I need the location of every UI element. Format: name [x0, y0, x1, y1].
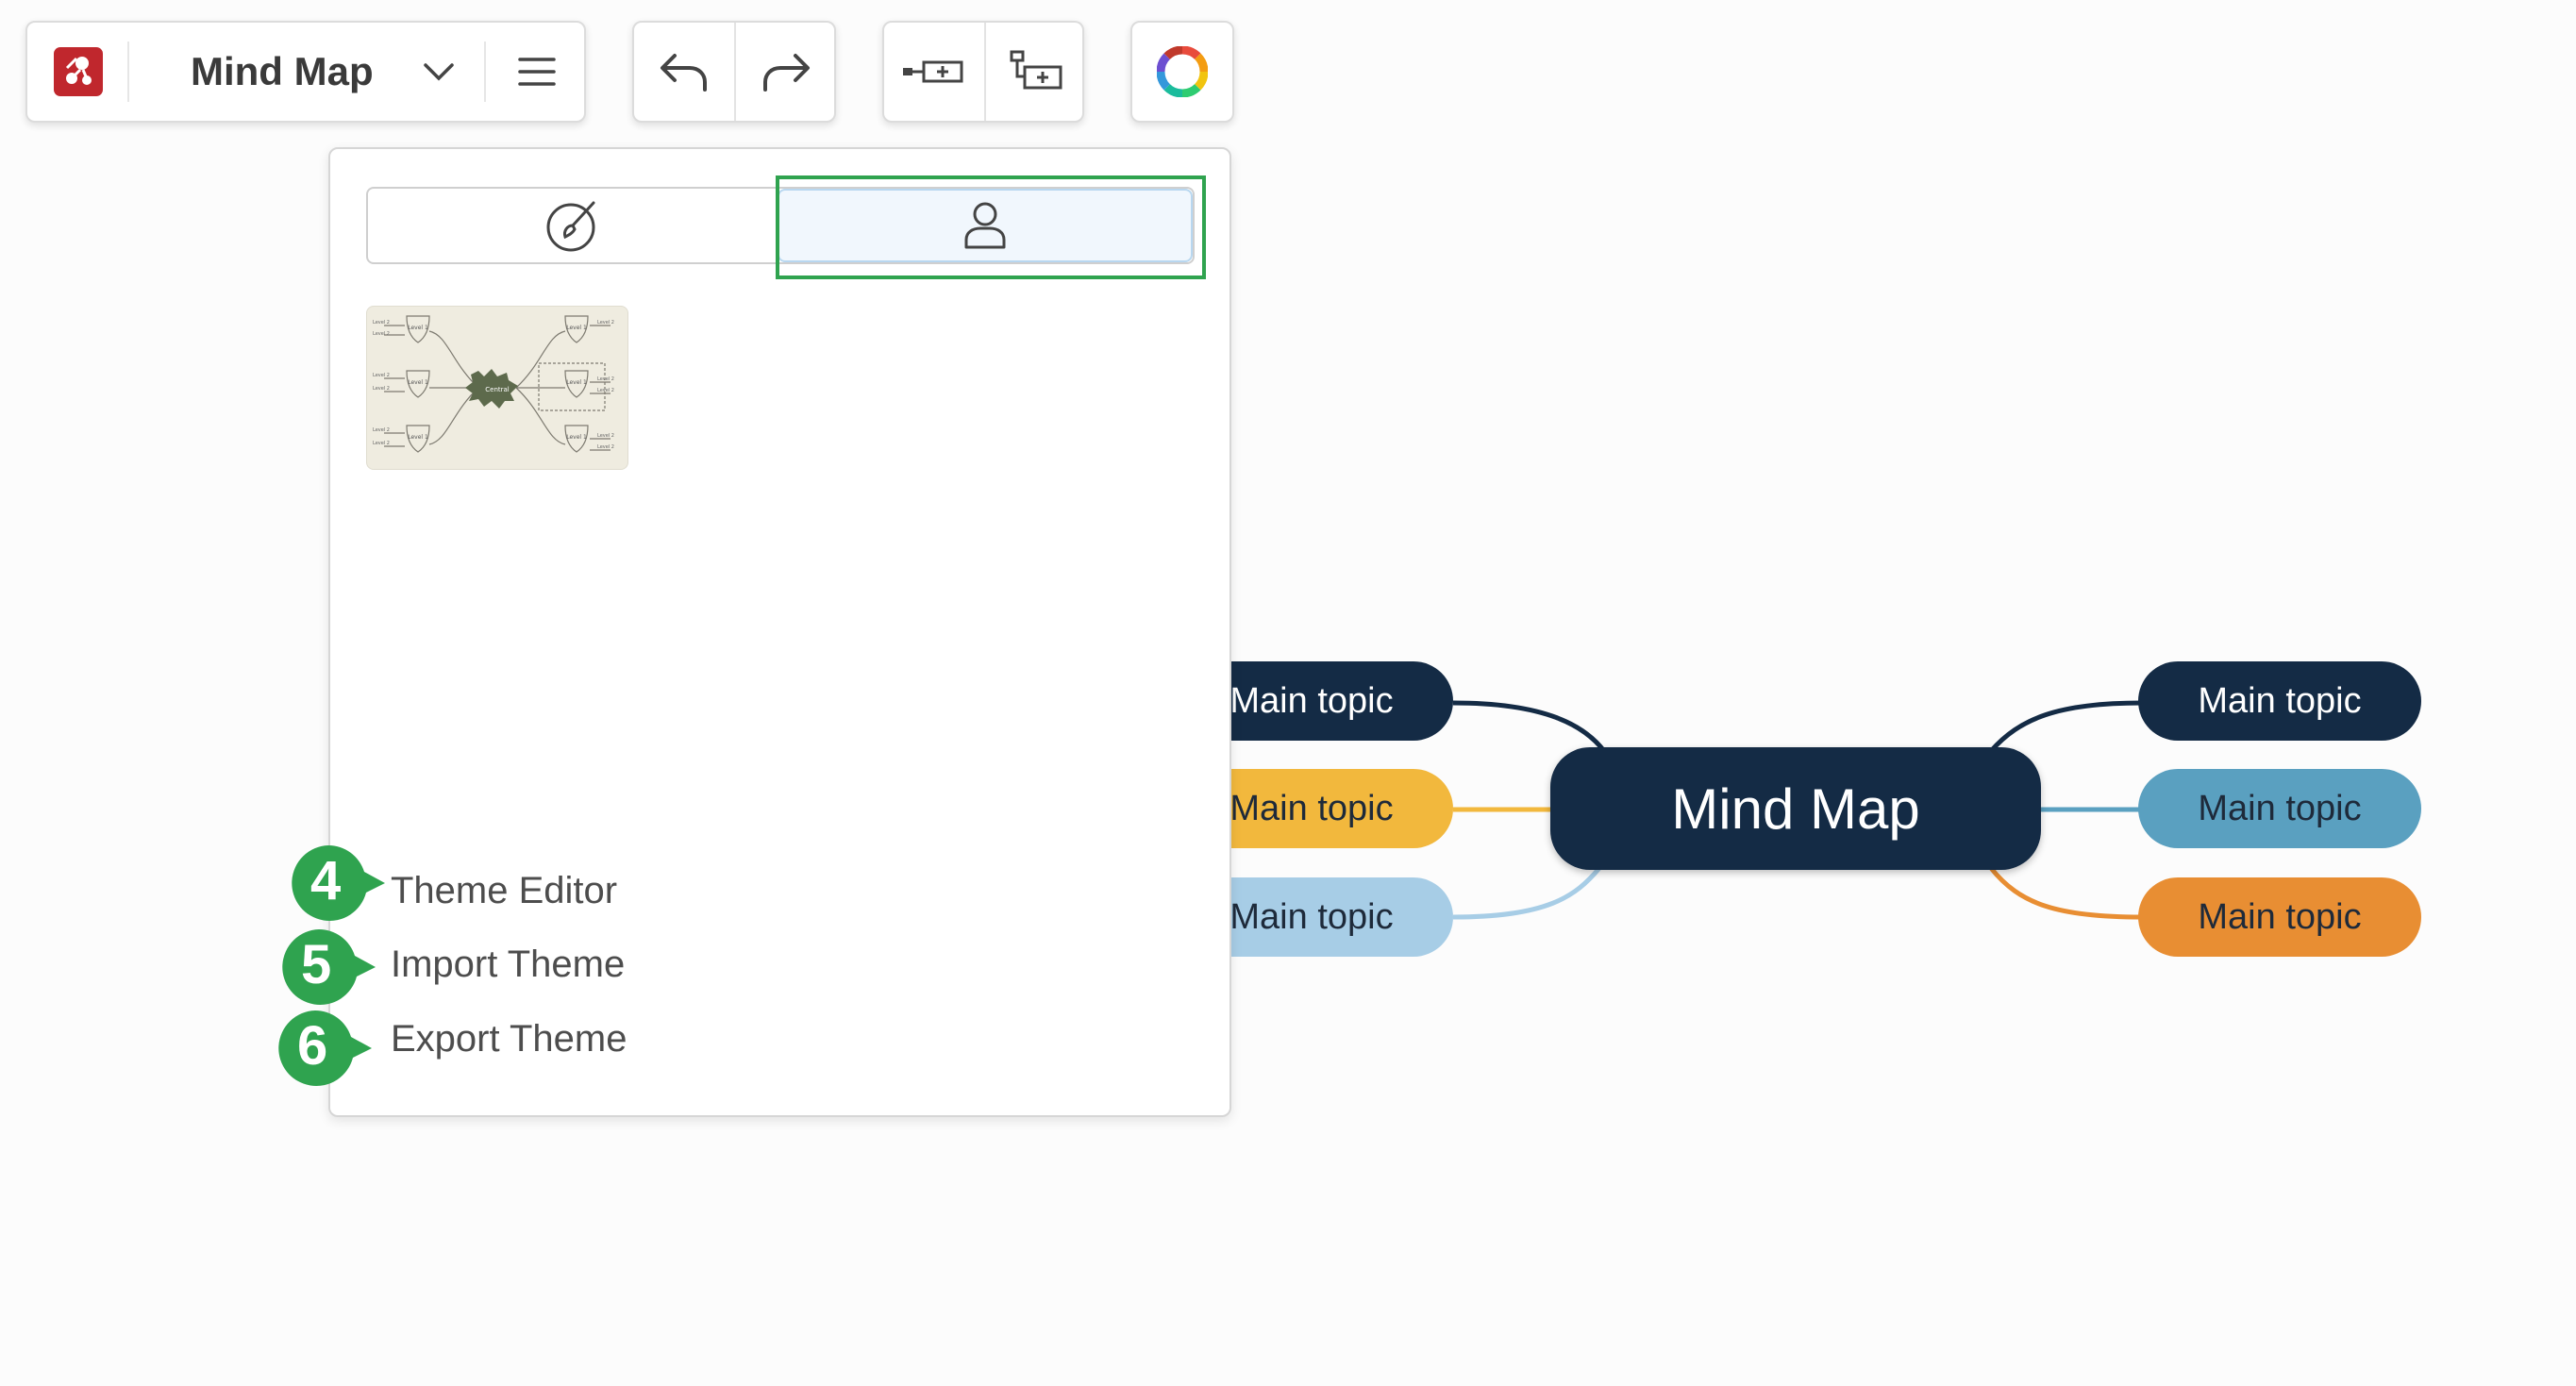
paintbrush-icon: [546, 201, 595, 252]
thumbnail-level1-label: Level 1: [566, 379, 587, 386]
thumbnail-level2-label: Level 2: [597, 376, 614, 382]
callout-5-number: 5: [301, 934, 332, 995]
callout-5: 5: [279, 927, 377, 1011]
user-icon: [964, 202, 1006, 249]
redo-button[interactable]: [736, 23, 836, 121]
hamburger-menu-icon: [518, 58, 556, 86]
callout-6: 6: [276, 1009, 374, 1093]
thumbnail-level2-label: Level 2: [373, 373, 390, 378]
right-main-topic-3[interactable]: Main topic: [2138, 877, 2421, 957]
thumbnail-level2-label: Level 2: [597, 388, 614, 393]
thumbnail-level2-label: Level 2: [597, 444, 614, 450]
right-main-topic-1[interactable]: Main topic: [2138, 661, 2421, 741]
add-child-topic-button[interactable]: [986, 23, 1086, 121]
theme-toolbar: [1130, 21, 1234, 123]
theme-editor-link[interactable]: Theme Editor: [391, 870, 618, 911]
export-theme-link[interactable]: Export Theme: [391, 1018, 627, 1060]
right-main-topic-2[interactable]: Main topic: [2138, 769, 2421, 848]
history-toolbar: [632, 21, 836, 123]
thumbnail-level1-label: Level 1: [408, 379, 428, 386]
title-toolbar: Mind Map: [25, 21, 586, 123]
undo-icon: [661, 54, 707, 92]
undo-button[interactable]: [634, 23, 734, 121]
app-logo-icon: [54, 47, 103, 96]
central-topic[interactable]: Mind Map: [1550, 747, 2041, 870]
app-logo-button[interactable]: [50, 23, 107, 121]
main-menu-button[interactable]: [509, 23, 565, 121]
insert-toolbar: [882, 21, 1084, 123]
chevron-down-icon: [424, 63, 454, 81]
callout-6-number: 6: [297, 1015, 328, 1077]
thumbnail-level2-label: Level 2: [373, 441, 390, 446]
theme-panel: Central Level 1 Level 1 Level 1 Level 1 …: [328, 147, 1231, 1117]
mind-map-connectors: [1452, 700, 2143, 920]
title-dropdown-button[interactable]: [410, 23, 467, 121]
thumbnail-central-label: Central: [485, 386, 510, 393]
thumbnail-level1-label: Level 1: [408, 434, 428, 441]
thumbnail-level1-label: Level 1: [566, 325, 587, 331]
thumbnail-level1-label: Level 1: [566, 434, 587, 441]
add-sibling-topic-icon: [903, 60, 963, 83]
thumbnail-level2-label: Level 2: [597, 433, 614, 439]
tab-built-in-themes[interactable]: [368, 189, 778, 262]
thumbnail-level2-label: Level 2: [373, 427, 390, 433]
custom-theme-thumbnail[interactable]: Central Level 1 Level 1 Level 1 Level 1 …: [366, 306, 628, 470]
import-theme-link[interactable]: Import Theme: [391, 943, 626, 985]
thumbnail-level1-label: Level 1: [408, 325, 428, 331]
redo-icon: [763, 54, 810, 92]
thumbnail-level2-label: Level 2: [597, 320, 614, 326]
document-title[interactable]: Mind Map: [191, 49, 374, 93]
callout-4-number: 4: [310, 850, 342, 911]
theme-color-wheel-icon: [1157, 46, 1208, 97]
add-sibling-topic-button[interactable]: [884, 23, 984, 121]
thumbnail-level2-label: Level 2: [373, 320, 390, 326]
thumbnail-level2-label: Level 2: [373, 331, 390, 337]
callout-4: 4: [289, 843, 387, 927]
add-child-topic-icon: [1010, 50, 1062, 90]
thumbnail-level2-label: Level 2: [373, 386, 390, 392]
theme-button[interactable]: [1132, 23, 1232, 121]
tab-highlight-box: [776, 175, 1206, 279]
